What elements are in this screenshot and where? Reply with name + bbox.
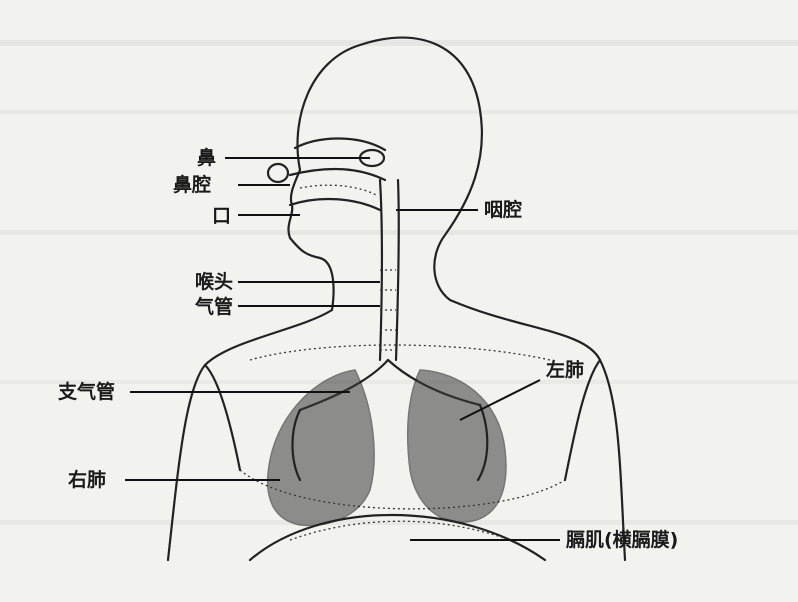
label-larynx: 喉头 — [195, 270, 233, 293]
label-nasal-cavity: 鼻腔 — [173, 173, 211, 196]
label-left-lung: 左肺 — [546, 358, 584, 381]
label-trachea: 气管 — [194, 295, 233, 318]
label-bronchi: 支气管 — [57, 380, 115, 403]
label-right-lung: 右肺 — [67, 468, 106, 491]
label-nose: 鼻 — [197, 146, 216, 169]
label-pharynx: 咽腔 — [484, 198, 522, 221]
label-diaphragm: 膈肌(横膈膜) — [565, 528, 678, 551]
label-mouth: 口 — [212, 205, 231, 227]
